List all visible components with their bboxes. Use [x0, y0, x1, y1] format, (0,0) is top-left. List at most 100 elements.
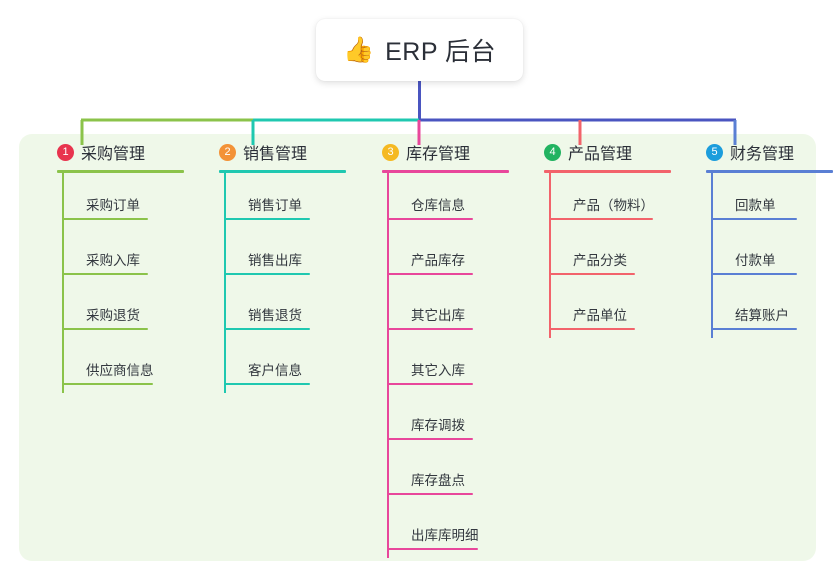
category-item[interactable]: 采购入库	[62, 228, 198, 283]
category-item-label: 产品分类	[573, 253, 627, 268]
category-item[interactable]: 回款单	[711, 173, 839, 228]
category-item-label: 回款单	[735, 198, 776, 213]
category-item-underline	[62, 383, 153, 385]
category-item-underline	[224, 273, 310, 275]
category-item-label: 库存盘点	[411, 473, 465, 488]
category-item-underline	[711, 273, 797, 275]
category-underline	[544, 170, 671, 173]
category-item-underline	[224, 218, 310, 220]
category-item-label: 出库库明细	[411, 528, 479, 543]
category-item[interactable]: 销售订单	[224, 173, 360, 228]
category-item-underline	[549, 328, 635, 330]
category-item-label: 其它入库	[411, 363, 465, 378]
category-spine	[549, 173, 551, 338]
category-header-4[interactable]: 4 产品管理	[525, 134, 685, 170]
category-badge-number: 4	[544, 143, 561, 161]
category-item-underline	[711, 218, 797, 220]
root-title: ERP 后台	[385, 38, 497, 66]
category-item-underline	[224, 328, 310, 330]
category-underline	[57, 170, 184, 173]
category-item[interactable]: 产品单位	[549, 283, 685, 338]
category-item-label: 销售出库	[248, 253, 302, 268]
category-item-underline	[62, 328, 148, 330]
category-item[interactable]: 其它出库	[387, 283, 523, 338]
category-badge-number: 1	[57, 143, 74, 161]
category-header-5[interactable]: 5 财务管理	[687, 134, 839, 170]
category-item-label: 供应商信息	[86, 363, 154, 378]
category-item-label: 库存调拨	[411, 418, 465, 433]
category-column-4: 4 产品管理产品（物料） 产品分类产品单位	[525, 134, 685, 338]
category-columns: 1 采购管理采购订单采购入库采购退货供应商信息 2 销售管理销售订单销售出库销售退货客…	[19, 134, 833, 561]
category-item[interactable]: 销售退货	[224, 283, 360, 338]
category-badge-number: 5	[706, 143, 723, 161]
root-node[interactable]: 👍 ERP 后台	[316, 19, 523, 81]
category-item-label: 采购订单	[86, 198, 140, 213]
category-item[interactable]: 产品分类	[549, 228, 685, 283]
category-item-underline	[387, 493, 473, 495]
category-items: 采购订单采购入库采购退货供应商信息	[62, 173, 198, 393]
thumbs-up-icon: 👍	[342, 35, 375, 64]
category-item[interactable]: 采购订单	[62, 173, 198, 228]
category-items: 回款单付款单结算账户	[711, 173, 839, 338]
category-item[interactable]: 出库库明细	[387, 503, 523, 558]
category-item-label: 产品库存	[411, 253, 465, 268]
diagram-panel-background	[19, 134, 816, 561]
category-item[interactable]: 销售出库	[224, 228, 360, 283]
category-item[interactable]: 库存调拨	[387, 393, 523, 448]
category-item-underline	[387, 383, 473, 385]
category-underline	[706, 170, 833, 173]
category-item[interactable]: 客户信息	[224, 338, 360, 393]
category-item[interactable]: 供应商信息	[62, 338, 198, 393]
category-item[interactable]: 付款单	[711, 228, 839, 283]
category-badge-number: 3	[382, 143, 399, 161]
category-title: 产品管理	[568, 146, 633, 163]
category-spine	[387, 173, 389, 558]
category-item-label: 其它出库	[411, 308, 465, 323]
category-item-underline	[711, 328, 797, 330]
category-item-label: 结算账户	[735, 308, 789, 323]
category-items: 仓库信息产品库存其它出库其它入库库存调拨库存盘点出库库明细	[387, 173, 523, 558]
category-spine	[62, 173, 64, 393]
category-item-label: 客户信息	[248, 363, 302, 378]
category-item-underline	[387, 218, 473, 220]
category-column-5: 5 财务管理回款单付款单结算账户	[687, 134, 839, 338]
category-item-underline	[62, 273, 148, 275]
category-column-3: 3 库存管理仓库信息产品库存其它出库其它入库库存调拨库存盘点出库库明细	[363, 134, 523, 558]
category-header-1[interactable]: 1 采购管理	[38, 134, 198, 170]
category-item-underline	[387, 328, 473, 330]
category-item-label: 仓库信息	[411, 198, 465, 213]
category-item-label: 产品（物料）	[573, 198, 654, 213]
category-column-1: 1 采购管理采购订单采购入库采购退货供应商信息	[38, 134, 198, 393]
category-item-label: 采购退货	[86, 308, 140, 323]
category-title: 销售管理	[243, 146, 308, 163]
category-spine	[224, 173, 226, 393]
category-underline	[382, 170, 509, 173]
category-item[interactable]: 仓库信息	[387, 173, 523, 228]
category-item-label: 销售订单	[248, 198, 302, 213]
category-badge-number: 2	[219, 143, 236, 161]
category-title: 财务管理	[730, 146, 795, 163]
category-column-2: 2 销售管理销售订单销售出库销售退货客户信息	[200, 134, 360, 393]
category-items: 销售订单销售出库销售退货客户信息	[224, 173, 360, 393]
category-item-label: 采购入库	[86, 253, 140, 268]
category-item[interactable]: 采购退货	[62, 283, 198, 338]
category-header-2[interactable]: 2 销售管理	[200, 134, 360, 170]
category-item[interactable]: 产品库存	[387, 228, 523, 283]
category-item-underline	[387, 273, 473, 275]
category-item[interactable]: 其它入库	[387, 338, 523, 393]
category-item-underline	[549, 218, 653, 220]
category-item-label: 付款单	[735, 253, 776, 268]
category-title: 库存管理	[406, 146, 471, 163]
category-header-3[interactable]: 3 库存管理	[363, 134, 523, 170]
category-item-label: 销售退货	[248, 308, 302, 323]
category-items: 产品（物料） 产品分类产品单位	[549, 173, 685, 338]
category-title: 采购管理	[81, 146, 146, 163]
category-item-label: 产品单位	[573, 308, 627, 323]
category-item[interactable]: 库存盘点	[387, 448, 523, 503]
category-item-underline	[62, 218, 148, 220]
category-item-underline	[387, 548, 478, 550]
category-item-underline	[549, 273, 635, 275]
category-item-underline	[224, 383, 310, 385]
category-item[interactable]: 产品（物料）	[549, 173, 685, 228]
category-item[interactable]: 结算账户	[711, 283, 839, 338]
